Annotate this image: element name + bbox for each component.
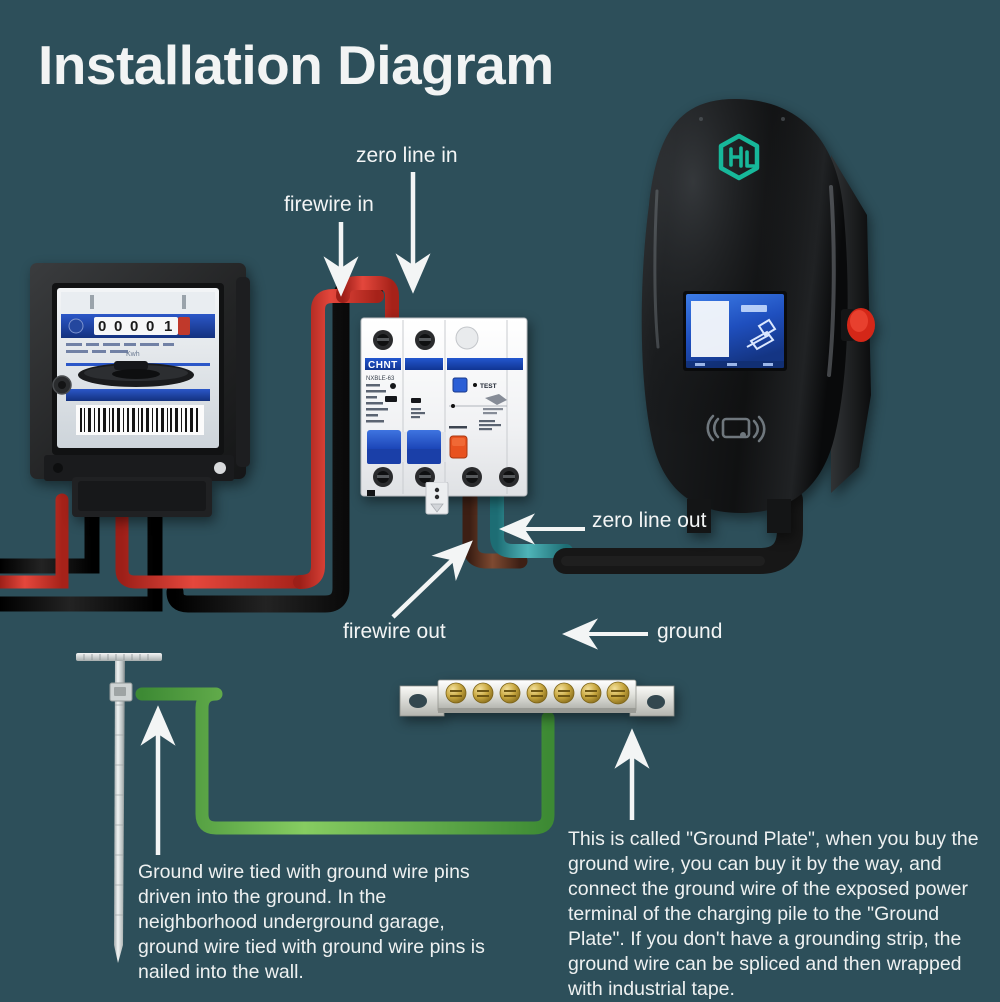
meter-digit-4: 1 — [164, 318, 172, 335]
emergency-stop-button[interactable] — [841, 308, 875, 342]
meter-register: 0 0 0 0 1 — [68, 317, 190, 335]
charger-screen[interactable] — [683, 291, 787, 371]
meter-digit-0: 0 — [98, 318, 106, 335]
circuit-breaker[interactable]: CHNT NXBLE-63 TEST — [357, 312, 537, 510]
electricity-meter[interactable]: 0 0 0 0 1 Kwh — [22, 255, 272, 545]
meter-barcode — [76, 405, 204, 435]
arrow-firewire-out — [391, 540, 473, 619]
breaker-toggle-group[interactable] — [367, 430, 446, 464]
charger-brand-logo — [718, 133, 760, 181]
breaker-reset-button[interactable] — [449, 435, 468, 459]
ground-rod[interactable] — [68, 645, 178, 975]
breaker-top-terminals — [373, 326, 479, 350]
ground-plate-terminals[interactable] — [445, 681, 630, 705]
meter-digit-1: 0 — [114, 318, 122, 335]
breaker-test-button[interactable] — [452, 377, 468, 393]
page-title: Installation Diagram — [38, 34, 554, 96]
breaker-model-label: NXBLE-63 — [366, 376, 395, 382]
ground-plate[interactable] — [396, 678, 678, 734]
ev-charger[interactable] — [635, 95, 900, 555]
meter-digit-3: 0 — [146, 318, 154, 335]
svg-text:Kwh: Kwh — [126, 351, 140, 358]
breaker-din-clip — [425, 482, 449, 515]
charging-gun-icon — [746, 318, 777, 351]
ground-rod-clamp — [109, 682, 133, 702]
label-ground: ground — [657, 620, 723, 643]
label-zero-line-in: zero line in — [356, 144, 458, 167]
rfid-card-icon[interactable] — [706, 414, 766, 443]
wire-zero-line-out — [490, 491, 573, 558]
note-ground-rod: Ground wire tied with ground wire pins d… — [138, 861, 485, 983]
label-zero-line-out: zero line out — [592, 509, 707, 532]
meter-digit-2: 0 — [130, 318, 138, 335]
label-firewire-out: firewire out — [343, 620, 446, 643]
note-ground-plate: This is called "Ground Plate", when you … — [568, 828, 979, 1000]
breaker-test-label: TEST — [480, 383, 497, 390]
label-firewire-in: firewire in — [284, 193, 374, 216]
breaker-brand-label: CHNT — [368, 360, 398, 371]
